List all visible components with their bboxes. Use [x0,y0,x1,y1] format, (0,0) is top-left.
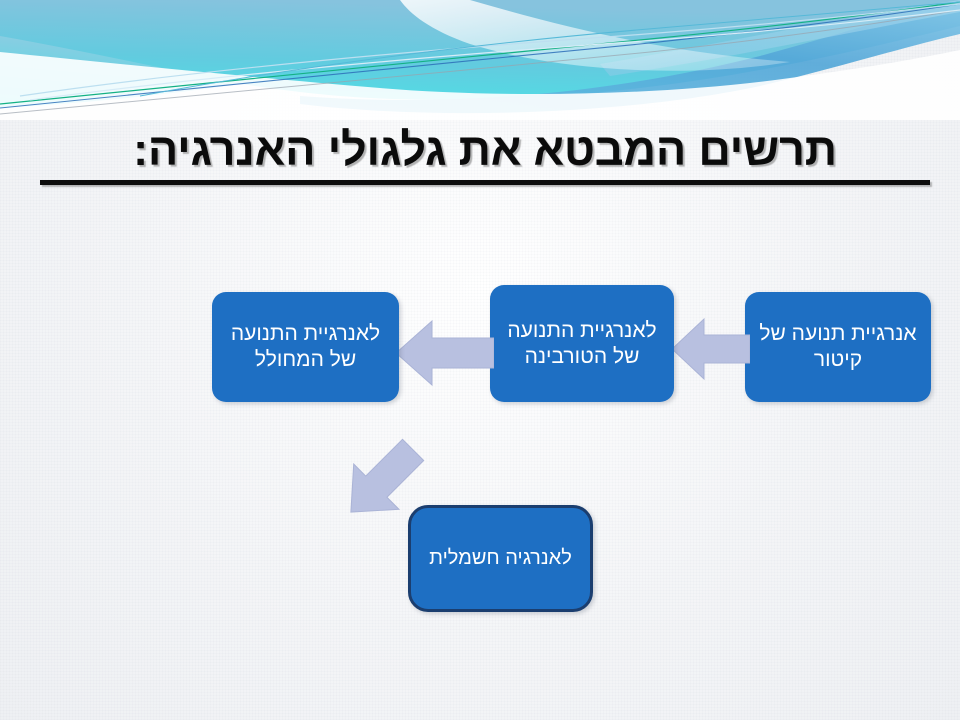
diagram-node-turbine[interactable]: לאנרגיית התנועה של הטורבינה [490,285,674,402]
diagram-node-generator-label: לאנרגיית התנועה של המחולל [230,322,381,371]
diagram-node-steam[interactable]: אנרגיית תנועה של קיטור [745,292,931,402]
wave-line-cyan-arc [139,1,960,97]
arrow-down-right-icon-generator-to-electric [350,438,425,513]
diagram-node-generator[interactable]: לאנרגיית התנועה של המחולל [212,292,399,402]
diagram-node-electric-energy-label: לאנרגיה חשמלית [429,547,572,570]
diagram-node-turbine-label: לאנרגיית התנועה של הטורבינה [507,318,657,368]
page-title-underline [40,179,930,185]
wave-white-sweep [0,50,960,120]
diagram-node-steam-label: אנרגיית תנועה של קיטור [759,322,917,371]
page-title-text: תרשים המבטא את גלגולי האנרגיה: [133,124,837,175]
arrow-left-icon-turbine-to-generator [396,319,494,387]
diagram-node-electric-energy[interactable]: לאנרגיה חשמלית [408,505,593,612]
wave-line-pale-2 [29,9,960,101]
wave-line-pale-1 [19,3,960,97]
wave-line-gray [0,9,960,115]
arrow-left-icon-steam-to-turbine [672,317,750,381]
wave-white-crescent [400,0,790,71]
header-wave-decoration [0,0,960,120]
page-title: תרשים המבטא את גלגולי האנרגיה: [40,124,930,185]
